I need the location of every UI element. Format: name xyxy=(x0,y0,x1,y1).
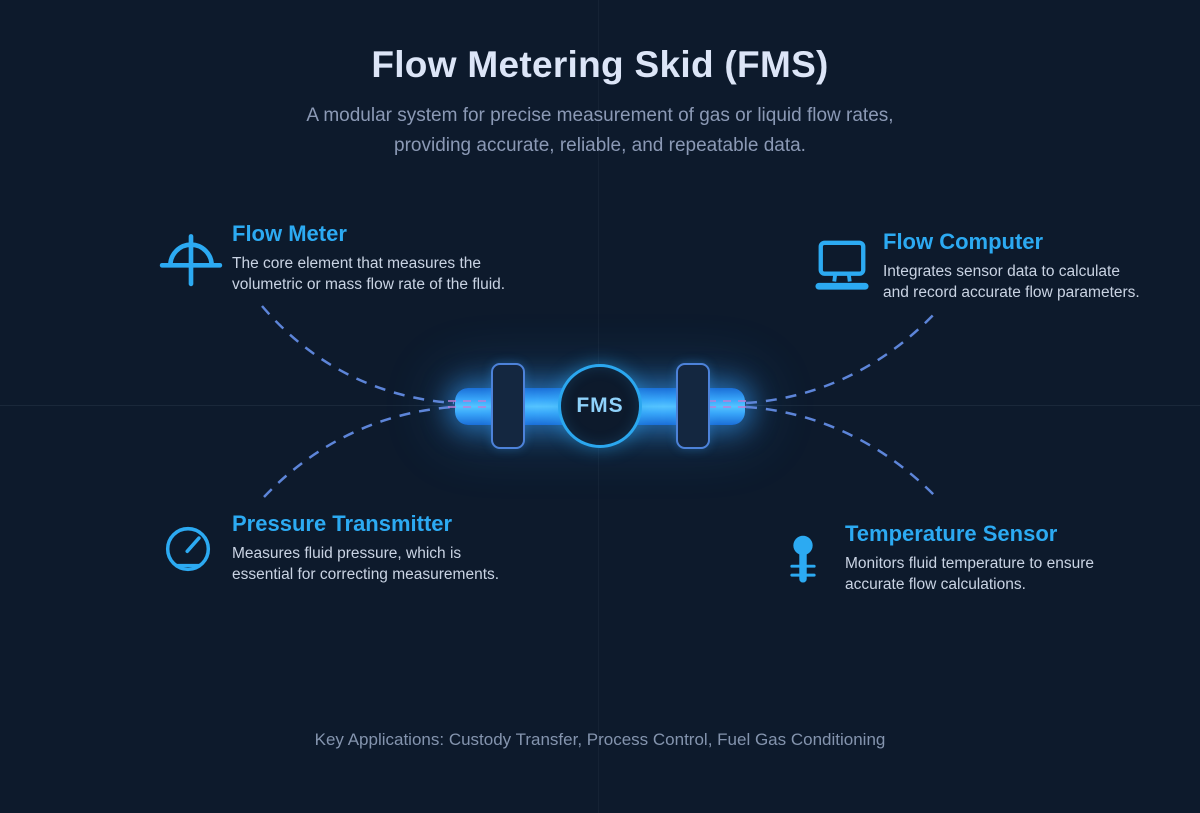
pressure-gauge-icon xyxy=(163,524,213,574)
connector-pressure-transmitter xyxy=(263,405,455,498)
pressure-transmitter-description: Measures fluid pressure, which is essent… xyxy=(232,545,500,583)
flow-meter-title: Flow Meter xyxy=(232,221,347,246)
pressure-transmitter-title: Pressure Transmitter xyxy=(232,511,453,536)
pipe-flange-left xyxy=(491,363,525,449)
flow-meter-block: Flow Meter The core element that measure… xyxy=(232,221,552,295)
connector-temperature-sensor xyxy=(745,405,939,500)
flow-computer-description: Integrates sensor data to calculate and … xyxy=(883,263,1140,301)
flow-computer-title: Flow Computer xyxy=(883,229,1044,254)
subtitle-line-2: providing accurate, reliable, and repeat… xyxy=(394,135,806,156)
pressure-transmitter-block: Pressure Transmitter Measures fluid pres… xyxy=(232,511,562,585)
key-applications-text: Key Applications: Custody Transfer, Proc… xyxy=(314,730,886,749)
pipe-flange-right xyxy=(676,363,710,449)
connector-flow-meter xyxy=(261,305,455,405)
fms-label: FMS xyxy=(576,394,624,417)
subtitle-line-1: A modular system for precise measurement… xyxy=(306,105,894,126)
connector-flow-computer xyxy=(745,309,939,405)
temperature-sensor-description: Monitors fluid temperature to ensure acc… xyxy=(845,555,1094,593)
page-title: Flow Metering Skid (FMS) xyxy=(371,44,829,85)
temperature-sensor-title: Temperature Sensor xyxy=(845,521,1058,546)
thermometer-icon xyxy=(787,535,819,587)
temperature-sensor-block: Temperature Sensor Monitors fluid temper… xyxy=(845,521,1145,595)
flow-meter-description: The core element that measures the volum… xyxy=(232,255,506,293)
page-subtitle: A modular system for precise measurement… xyxy=(0,101,1200,161)
flow-meter-gauge-icon xyxy=(156,222,226,288)
fms-center-node: FMS xyxy=(558,364,642,448)
monitor-icon xyxy=(810,238,874,294)
flow-computer-block: Flow Computer Integrates sensor data to … xyxy=(883,229,1183,303)
